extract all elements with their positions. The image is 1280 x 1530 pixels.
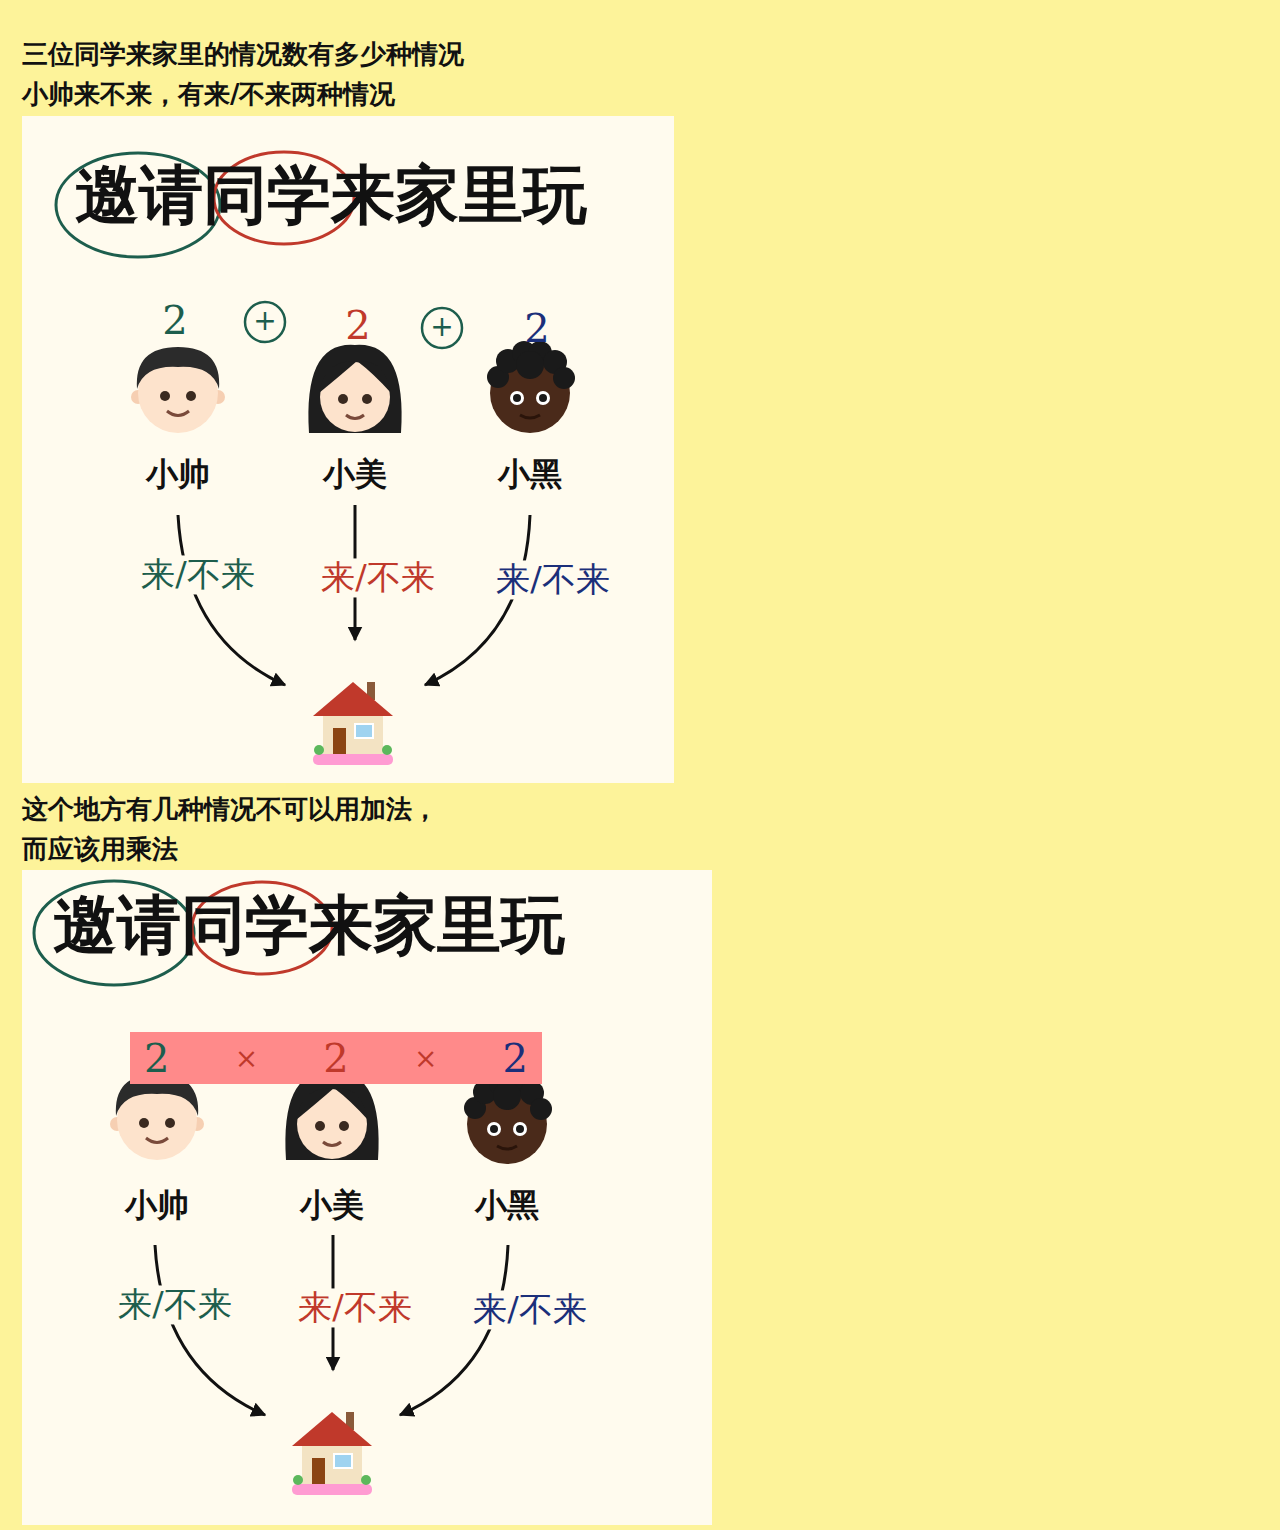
plus-circle [245, 302, 285, 342]
house-icon [292, 1412, 372, 1495]
panel-title: 邀请同学来家里玩 [75, 158, 587, 232]
boy-face [110, 1074, 204, 1160]
person-name: 小美 [323, 456, 387, 493]
choice-label: 来/不来 [318, 558, 437, 597]
count-number: 2 [144, 1035, 169, 1081]
note-text: 小帅来不来，有来/不来两种情况 [22, 80, 396, 110]
product-band: 2 × 2 × 2 [130, 1032, 542, 1084]
times-sign: × [414, 1042, 437, 1075]
girl-face [285, 1072, 378, 1160]
note-text: 三位同学来家里的情况数有多少种情况 [22, 40, 464, 70]
girl-face [308, 345, 401, 433]
choice-label: 来/不来 [470, 1290, 589, 1329]
house-icon [313, 682, 393, 765]
plus-sign: + [430, 311, 453, 343]
note-text: 而应该用乘法 [22, 835, 178, 865]
person-name: 小黑 [498, 456, 562, 493]
count-number: 2 [524, 305, 549, 351]
dark-boy-face [487, 341, 575, 433]
choice-label: 来/不来 [295, 1288, 414, 1327]
person-name: 小美 [300, 1187, 364, 1224]
count-number: 2 [503, 1035, 528, 1081]
boy-face [131, 347, 225, 433]
plus-circle [422, 308, 462, 348]
person-name: 小帅 [146, 456, 210, 493]
choice-label: 来/不来 [115, 1285, 234, 1324]
note-text: 这个地方有几种情况不可以用加法， [22, 795, 438, 825]
choice-label: 来/不来 [138, 555, 257, 594]
count-number: 2 [162, 297, 187, 343]
plus-sign: + [253, 305, 276, 337]
panel-title: 邀请同学来家里玩 [53, 888, 565, 962]
panel [22, 116, 674, 783]
person-name: 小帅 [125, 1187, 189, 1224]
choice-label: 来/不来 [493, 560, 612, 599]
times-sign: × [235, 1042, 258, 1075]
count-number: 2 [345, 302, 370, 348]
dark-boy-face [464, 1072, 552, 1164]
panel [22, 870, 712, 1525]
count-number: 2 [323, 1035, 348, 1081]
person-name: 小黑 [475, 1187, 539, 1224]
